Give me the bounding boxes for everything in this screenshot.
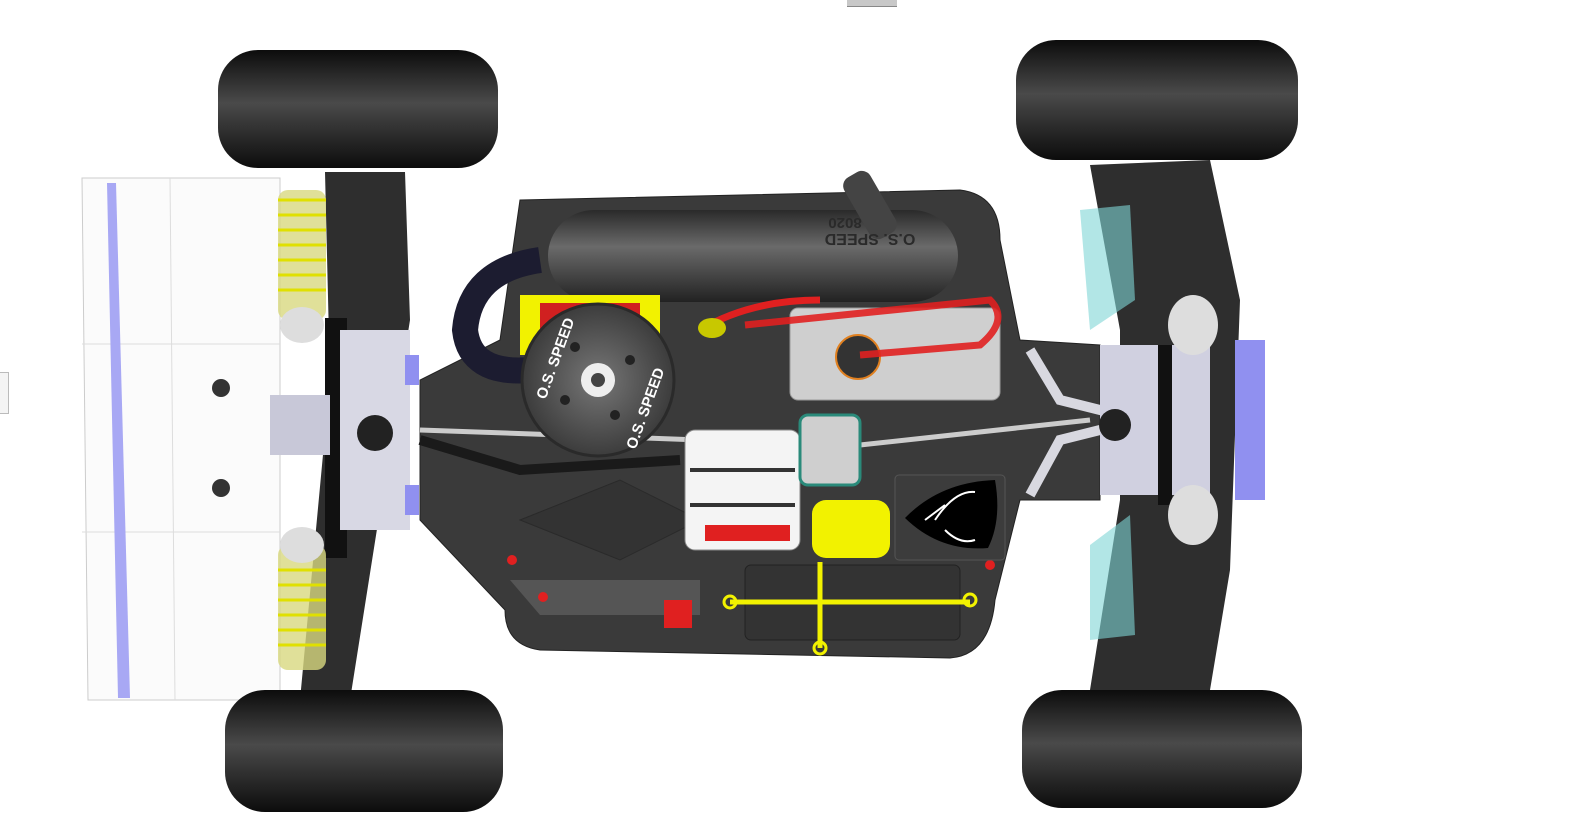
side-panel-handle[interactable] (0, 372, 9, 414)
front-suspension (1080, 160, 1265, 690)
viewport-scroll-handle[interactable] (847, 0, 897, 7)
tire-rear-left (218, 50, 498, 168)
front-shock-top (1168, 295, 1218, 355)
exhaust-pipe: O.S. SPEED 8020 (451, 170, 958, 384)
wing-endplate (107, 183, 130, 698)
fuel-tank (744, 296, 1002, 401)
front-shock-tower-top (1080, 205, 1135, 330)
tire-rear-right (225, 690, 503, 812)
engine: O.S. SPEED O.S. SPEED (520, 295, 862, 551)
exhaust-brand-label: O.S. SPEED (825, 230, 916, 247)
front-shock-tower-bottom (1090, 515, 1135, 640)
rear-wing (81, 177, 281, 701)
rear-shock-bottom (278, 527, 326, 670)
battery-pack (664, 562, 978, 656)
receiver-box (812, 474, 1006, 561)
rear-shock-top (278, 190, 326, 343)
brand-logo (905, 480, 998, 549)
engine-flywheel: O.S. SPEED O.S. SPEED (520, 302, 676, 458)
tire-front-right (1022, 690, 1302, 808)
exhaust-model-label: 8020 (828, 214, 861, 231)
front-shock-bottom (1168, 485, 1218, 545)
rear-suspension (270, 172, 419, 700)
tire-front-left (1016, 40, 1298, 160)
